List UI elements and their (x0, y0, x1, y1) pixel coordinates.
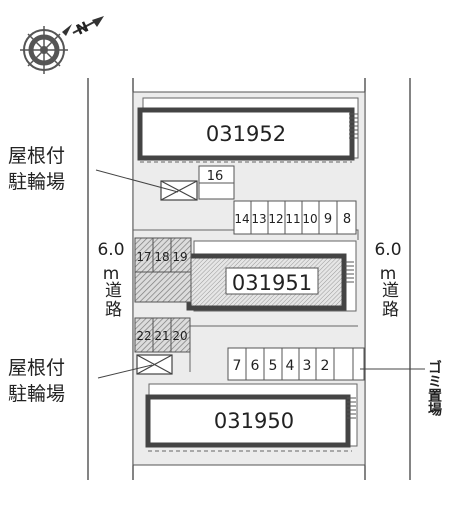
parking-row-top: 14 13 12 11 10 9 8 (233, 200, 357, 235)
road-left-name: 道路 (101, 281, 122, 319)
bike-spaces-top: 17 18 19 (134, 237, 192, 303)
bike-label: 18 (154, 250, 169, 264)
parking-label: 8 (343, 212, 351, 227)
building-label: 031950 (214, 409, 294, 433)
parking-label: 14 (234, 212, 249, 226)
parking-label: 16 (207, 169, 224, 184)
road-right-width: 6.0 (374, 240, 401, 260)
roof-bike-label-bottom-line1: 屋根付 (8, 357, 65, 379)
roof-bike-shed-top (160, 180, 198, 201)
road-left-width: 6.0 (97, 240, 124, 260)
parking-label: 10 (302, 212, 317, 226)
roof-bike-shed-bottom (136, 354, 173, 375)
parking-label: 5 (269, 358, 278, 374)
parking-label: 7 (233, 358, 242, 374)
roof-bike-label-top-line1: 屋根付 (8, 145, 65, 167)
building-label: 031952 (206, 122, 286, 146)
garbage-label: ゴミ置場 (426, 359, 442, 417)
leader-line (97, 364, 153, 379)
parking-label: 9 (324, 212, 332, 227)
parking-label: 4 (286, 358, 295, 374)
parking-label: 3 (303, 358, 312, 374)
roof-bike-label-top-line2: 駐輪場 (8, 171, 65, 193)
parking-label: 12 (268, 212, 283, 226)
bike-spaces-bottom: 22 21 20 (134, 317, 191, 353)
bike-label: 17 (136, 250, 151, 264)
lot-divider-upper (133, 229, 359, 240)
bike-label: 21 (154, 329, 169, 343)
parking-label: 6 (251, 358, 260, 374)
parking-label: 2 (321, 358, 330, 374)
road-right-unit: m (380, 264, 397, 284)
parking-row-bottom: 7 6 5 4 3 2 (227, 347, 354, 381)
bike-label: 22 (136, 329, 151, 343)
bike-label: 19 (172, 250, 187, 264)
road-right-name: 道路 (378, 281, 399, 319)
building-031952: 031952 (137, 97, 359, 163)
building-label: 031951 (232, 271, 312, 295)
compass-icon: N (20, 16, 104, 74)
bike-label: 20 (172, 329, 187, 343)
garbage-area (352, 347, 365, 381)
parking-label: 13 (251, 212, 266, 226)
roof-bike-label-bottom-line2: 駐輪場 (8, 383, 65, 405)
building-031950: 031950 (145, 383, 358, 452)
building-031951: 031951 (186, 240, 357, 312)
compass-north-label: N (74, 19, 91, 38)
road-left-unit: m (103, 264, 120, 284)
leader-line (95, 169, 179, 193)
parking-label: 11 (285, 212, 300, 226)
